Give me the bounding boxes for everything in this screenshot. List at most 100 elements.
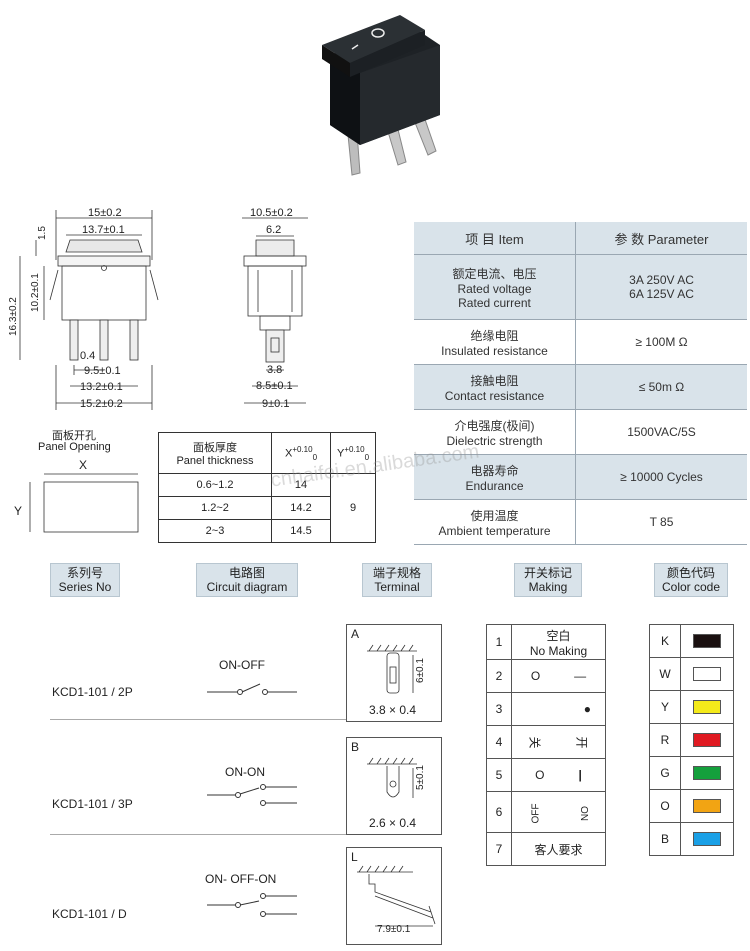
series-header-en: Series No <box>58 580 112 594</box>
making-number: 6 <box>486 791 512 833</box>
side-dimension-drawing <box>242 217 308 404</box>
panel-thickness-table: 面板厚度 Panel thickness X+0.100 Y+0.100 0.6… <box>158 432 376 543</box>
param-value: ≥ 10000 Cycles <box>575 454 747 500</box>
color-swatch-cell <box>680 624 734 658</box>
terminal-l: L 7.9±0.1 <box>346 847 442 945</box>
circuit-label: ON-ON <box>225 765 265 779</box>
param-item: 额定电流、电压 Rated voltage Rated current <box>414 254 576 320</box>
making-mark-cn: 空白 <box>546 628 571 643</box>
x-sup: +0.10 <box>292 444 313 454</box>
color-swatch <box>693 634 721 649</box>
param-item-en: Dielectric strength <box>446 433 543 448</box>
param-item-cn: 介电强度(极间) <box>454 418 535 433</box>
panel-opening-drawing <box>29 473 139 533</box>
param-item-cn: 绝缘电阻 <box>470 328 519 343</box>
terminal-a-drawing <box>367 644 417 694</box>
circuit-diagram-on-off-on <box>207 893 297 917</box>
making-number: 3 <box>486 692 512 726</box>
terminal-a-size: 3.8 × 0.4 <box>369 703 417 717</box>
color-header-en: Color code <box>661 580 721 594</box>
color-letter: W <box>649 657 681 691</box>
mark-on-text: ON <box>578 806 589 821</box>
color-letter: R <box>649 723 681 757</box>
terminal-letter: B <box>351 740 360 754</box>
mark-off-text: OFF <box>530 803 542 824</box>
y-sub: 0 <box>364 452 370 462</box>
row-separator <box>50 834 346 835</box>
making-number: 2 <box>486 659 512 693</box>
color-swatch-cell <box>680 723 734 757</box>
param-header-item: 项 目 Item <box>414 222 576 255</box>
section-terminal: 端子规格 Terminal <box>362 563 432 597</box>
thickness-range: 1.2~2 <box>158 496 272 520</box>
circuit-label: ON- OFF-ON <box>205 872 277 886</box>
dim-width-13-2: 13.2±0.1 <box>80 381 123 393</box>
making-number: 5 <box>486 758 512 792</box>
color-swatch-cell <box>680 756 734 790</box>
dim-side-3-8: 3.8 <box>267 364 283 376</box>
color-swatch-cell <box>680 690 734 724</box>
x-value: 14.5 <box>271 519 331 543</box>
making-mark: 空白 No Making <box>511 624 606 660</box>
making-number: 1 <box>486 624 512 660</box>
color-letter: K <box>649 624 681 658</box>
param-header-parameter: 参 数 Parameter <box>575 222 747 255</box>
color-letter: B <box>649 822 681 856</box>
row-separator <box>50 719 346 720</box>
param-item-en: Rated voltage <box>457 281 532 296</box>
x-value: 14.2 <box>271 496 331 520</box>
dim-pin-0-4: 0.4 <box>80 350 96 362</box>
circuit-label: ON-OFF <box>219 658 265 672</box>
color-swatch <box>693 667 721 682</box>
circuit-diagram-on-on <box>207 784 297 806</box>
param-item-en: Insulated resistance <box>441 343 548 358</box>
mark-guan-symbol: 关 <box>527 735 542 749</box>
param-item-en: Ambient temperature <box>438 523 551 538</box>
terminal-letter: A <box>351 627 360 641</box>
param-item-cn: 额定电流、电压 <box>452 266 537 281</box>
param-item: 电器寿命 Endurance <box>414 454 576 500</box>
section-circuit-diagram: 电路图 Circuit diagram <box>196 563 298 597</box>
x-sub: 0 <box>312 452 318 462</box>
dim-side-6-2: 6.2 <box>266 224 282 236</box>
y-tolerance-header: Y+0.100 <box>330 432 376 474</box>
param-item: 绝缘电阻 Insulated resistance <box>414 319 576 365</box>
circuit-header-cn: 电路图 <box>228 566 265 580</box>
panel-opening-title-cn: 面板开孔 <box>52 430 96 442</box>
making-number: 4 <box>486 725 512 759</box>
param-value: 1500VAC/5S <box>575 409 747 455</box>
making-mark: 客人要求 <box>511 832 606 866</box>
making-number: 7 <box>486 832 512 866</box>
terminal-header-en: Terminal <box>374 580 420 594</box>
dim-side-10-5: 10.5±0.2 <box>250 207 293 219</box>
thickness-header-en: Panel thickness <box>176 455 254 467</box>
dim-height-16-3: 16.3±0.2 <box>8 297 19 336</box>
color-swatch <box>693 733 721 748</box>
color-swatch-cell <box>680 789 734 823</box>
terminal-b-drawing <box>367 757 417 798</box>
series-name: KCD1-101 / 3P <box>52 797 133 811</box>
switch-product-photo <box>322 15 440 176</box>
color-swatch <box>693 799 721 814</box>
param-item-cn: 电器寿命 <box>470 463 519 478</box>
param-item: 接触电阻 Contact resistance <box>414 364 576 410</box>
x-head: X <box>284 447 293 460</box>
color-letter: Y <box>649 690 681 724</box>
making-header-en: Making <box>528 580 568 594</box>
y-sup: +0.10 <box>344 444 365 454</box>
param-value: ≥ 100M Ω <box>575 319 747 365</box>
dim-side-9: 9±0.1 <box>262 398 290 410</box>
series-header-cn: 系列号 <box>66 566 103 580</box>
param-value: 3A 250V AC 6A 125V AC <box>575 254 747 320</box>
param-value: T 85 <box>575 499 747 545</box>
circuit-diagram-on-off <box>207 683 297 695</box>
param-value-1: 3A 250V AC <box>629 273 694 287</box>
y-value: 9 <box>330 473 376 543</box>
panel-opening-x-label: X <box>79 458 88 472</box>
color-swatch-cell <box>680 822 734 856</box>
param-item-en: Endurance <box>465 478 524 493</box>
dim-side-8-5: 8.5±0.1 <box>256 380 293 392</box>
param-item-en: Contact resistance <box>444 388 545 403</box>
terminal-l-drawing <box>357 865 436 927</box>
